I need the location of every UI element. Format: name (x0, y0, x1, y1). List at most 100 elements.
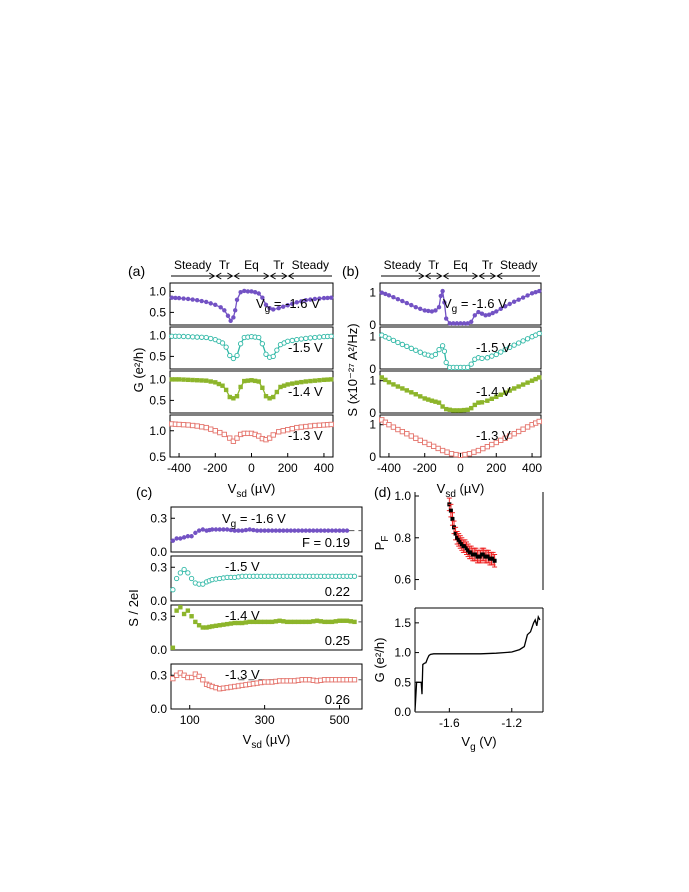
arrow-head (472, 272, 479, 280)
data-point (511, 386, 517, 391)
data-point (223, 344, 229, 350)
data-point (303, 619, 309, 625)
data-point (273, 619, 279, 624)
data-point (408, 345, 414, 351)
y-tick-label: 0.3 (150, 668, 167, 682)
data-point (281, 383, 287, 388)
data-point (441, 348, 448, 354)
data-point (440, 404, 445, 409)
data-point (426, 441, 432, 448)
y-tick-label: 0.5 (149, 393, 166, 407)
data-point (185, 422, 191, 428)
data-point (189, 334, 196, 340)
y-tick-label: 1.0 (394, 646, 411, 660)
data-point (247, 527, 252, 532)
data-point (483, 313, 488, 318)
data-point (326, 619, 331, 625)
data-point (312, 296, 318, 302)
data-point (299, 299, 304, 304)
data-point (404, 388, 410, 393)
data-point (507, 388, 512, 393)
data-point (188, 674, 195, 681)
data-point (450, 516, 455, 521)
arrow-head (418, 272, 425, 280)
data-point (204, 625, 209, 630)
arrow-head (436, 272, 443, 280)
data-point (256, 379, 261, 384)
data-point (426, 397, 431, 402)
data-point (451, 321, 456, 326)
data-point (231, 396, 236, 401)
y-tick-label: 1.0 (149, 284, 166, 298)
data-point (379, 290, 384, 295)
data-point (262, 528, 267, 533)
data-point (413, 305, 418, 310)
data-point (484, 355, 490, 361)
data-point (266, 619, 271, 625)
series--13V: 0.30.0-1.3 V0.26 (150, 663, 363, 716)
data-point (218, 305, 223, 310)
data-point (270, 432, 276, 438)
data-point (442, 300, 447, 305)
data-point (217, 527, 222, 532)
data-point (478, 554, 483, 559)
data-point (436, 305, 442, 310)
region-label: Eq (244, 258, 259, 272)
data-point (190, 297, 195, 302)
data-point (223, 387, 229, 393)
data-point (386, 335, 392, 341)
data-point (228, 621, 234, 626)
pf-plot: 1.00.80.6PF (372, 489, 544, 590)
data-point (249, 378, 254, 383)
data-point (472, 402, 478, 408)
region-label: Steady (174, 258, 211, 272)
data-point (465, 321, 470, 326)
subplot-frame (379, 370, 542, 414)
data-point (312, 378, 318, 383)
data-point (328, 421, 334, 428)
data-point (196, 623, 202, 628)
data-point (200, 581, 206, 587)
data-point (479, 400, 485, 405)
data-point (204, 378, 209, 383)
data-point (351, 677, 358, 683)
data-point (494, 394, 499, 400)
data-point (433, 308, 438, 313)
data-point (333, 619, 338, 624)
data-point (443, 406, 449, 412)
x-tick-label: 0 (457, 461, 464, 475)
data-point (243, 527, 249, 533)
y-axis-label: G (e²/h) (131, 348, 146, 393)
data-point (417, 437, 423, 444)
data-point (476, 400, 481, 405)
data-point (404, 300, 410, 306)
data-point (299, 528, 305, 533)
data-point (493, 351, 499, 358)
vg-label: -1.3 V (476, 428, 511, 443)
y-tick-label: 1.0 (149, 424, 166, 438)
data-point (307, 619, 312, 625)
data-point (318, 619, 324, 624)
data-point (507, 301, 512, 307)
data-point (341, 618, 346, 623)
data-point (326, 528, 331, 533)
fano-label: 0.25 (325, 633, 350, 648)
data-point (189, 614, 194, 619)
data-point (177, 570, 184, 576)
data-point (203, 424, 209, 431)
x-tick-label: 100 (180, 713, 200, 727)
data-point (311, 619, 316, 624)
data-point (448, 508, 453, 513)
data-point (454, 321, 460, 326)
y-tick-label: 1.5 (394, 616, 411, 630)
data-point (413, 435, 419, 441)
data-point (468, 361, 474, 367)
series-line (381, 376, 540, 412)
data-point (439, 343, 446, 349)
data-point (507, 344, 513, 351)
region-label: Tr (482, 258, 493, 272)
data-point (303, 379, 309, 384)
data-point (469, 319, 474, 324)
